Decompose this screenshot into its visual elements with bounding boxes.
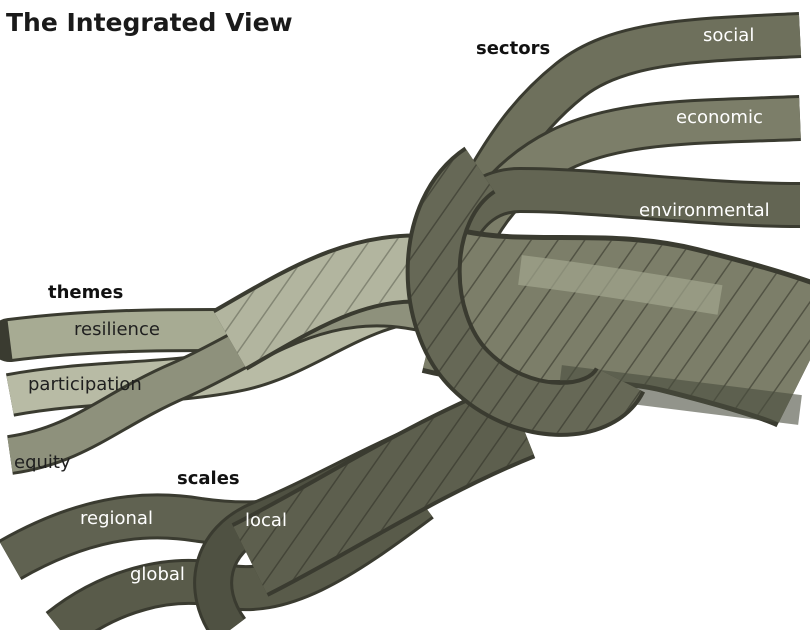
strand-label-resilience: resilience — [74, 319, 160, 340]
strand-label-global: global — [130, 564, 185, 585]
strand-label-equity: equity — [14, 452, 71, 473]
scales-heading: scales — [177, 468, 240, 489]
strand-label-participation: participation — [28, 374, 142, 395]
sectors-heading: sectors — [476, 38, 550, 59]
themes-heading: themes — [48, 282, 123, 303]
strand-label-economic: economic — [676, 107, 763, 128]
strand-label-social: social — [703, 25, 754, 46]
strand-label-regional: regional — [80, 508, 153, 529]
strand-label-environmental: environmental — [639, 200, 770, 221]
page-title: The Integrated View — [6, 8, 293, 37]
strand-label-local: local — [245, 510, 287, 531]
